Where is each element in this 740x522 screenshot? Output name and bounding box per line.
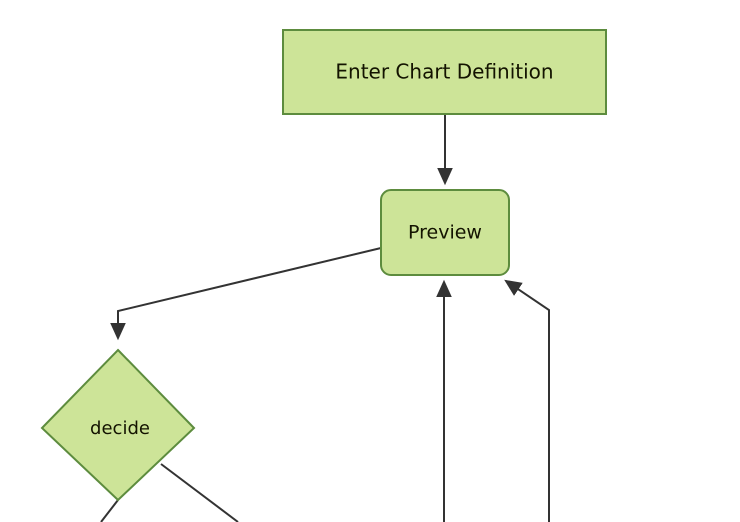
node-decide[interactable]: decide (40, 348, 196, 502)
edge-layer (100, 114, 550, 522)
node-preview-label: Preview (408, 222, 482, 244)
node-decide-shape[interactable] (40, 348, 196, 502)
edge-preview-to-decide (110, 247, 382, 341)
node-enter-chart-definition-label: Enter Chart Definition (335, 60, 553, 84)
node-enter-chart-definition-shape[interactable] (282, 29, 607, 115)
edge-decide-branch-right (160, 463, 239, 522)
node-enter-chart-definition[interactable]: Enter Chart Definition (282, 29, 607, 115)
edge-decide-branch-left (100, 499, 119, 522)
node-decide-label: decide (90, 418, 150, 439)
node-preview-shape[interactable] (380, 189, 510, 276)
node-preview[interactable]: Preview (380, 189, 510, 276)
edge-return-to-preview-bottom-right (504, 279, 550, 522)
node-layer: Enter Chart Definition Preview decide (40, 29, 607, 502)
